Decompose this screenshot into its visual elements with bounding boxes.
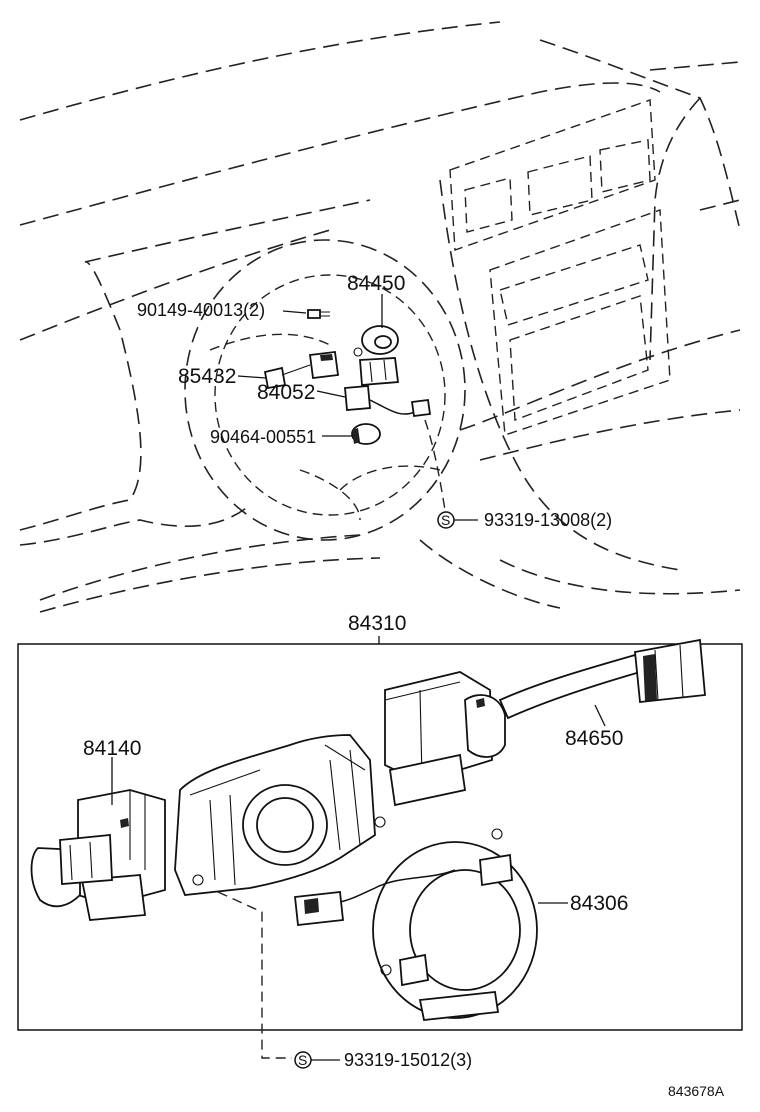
part-84052-wire-connector xyxy=(344,385,432,418)
label-84650: 84650 xyxy=(565,727,623,750)
screw-symbol-lower-letter: S xyxy=(298,1052,307,1068)
part-93319b-screw-path xyxy=(217,891,292,1059)
part-switch-bracket xyxy=(174,734,386,896)
part-84650-wiper-switch xyxy=(384,638,706,807)
part-90464-clamp xyxy=(351,423,381,445)
part-84140-light-switch xyxy=(30,789,166,921)
label-84306: 84306 xyxy=(570,892,628,915)
figure-id: 843678A xyxy=(668,1083,725,1099)
part-84450-horn-contact xyxy=(353,325,400,386)
part-85432-bracket xyxy=(263,351,340,390)
screw-symbol-upper-letter: S xyxy=(441,512,450,528)
center-console xyxy=(449,99,671,436)
label-84450: 84450 xyxy=(347,272,405,295)
assembly-84310-box xyxy=(17,643,743,1031)
part-84306-spiral-cable xyxy=(294,828,538,1021)
label-84140: 84140 xyxy=(83,737,141,760)
label-93319-15012: 93319-15012(3) xyxy=(344,1050,472,1070)
screw-symbol-upper: S xyxy=(437,511,455,529)
upper-leaders xyxy=(237,294,478,521)
dashboard-outline xyxy=(19,21,741,613)
part-90149-screw xyxy=(307,309,330,319)
label-84310: 84310 xyxy=(348,612,406,635)
label-84052: 84052 xyxy=(257,381,315,404)
label-90464-00551: 90464-00551 xyxy=(210,427,316,447)
label-93319-13008: 93319-13008(2) xyxy=(484,510,612,530)
part-93319a-screw-path xyxy=(424,419,446,511)
screw-symbol-lower: S xyxy=(294,1051,312,1069)
label-85432: 85432 xyxy=(178,365,236,388)
label-90149-40013: 90149-40013(2) xyxy=(137,300,265,320)
steering-wheel-outline xyxy=(184,239,466,541)
